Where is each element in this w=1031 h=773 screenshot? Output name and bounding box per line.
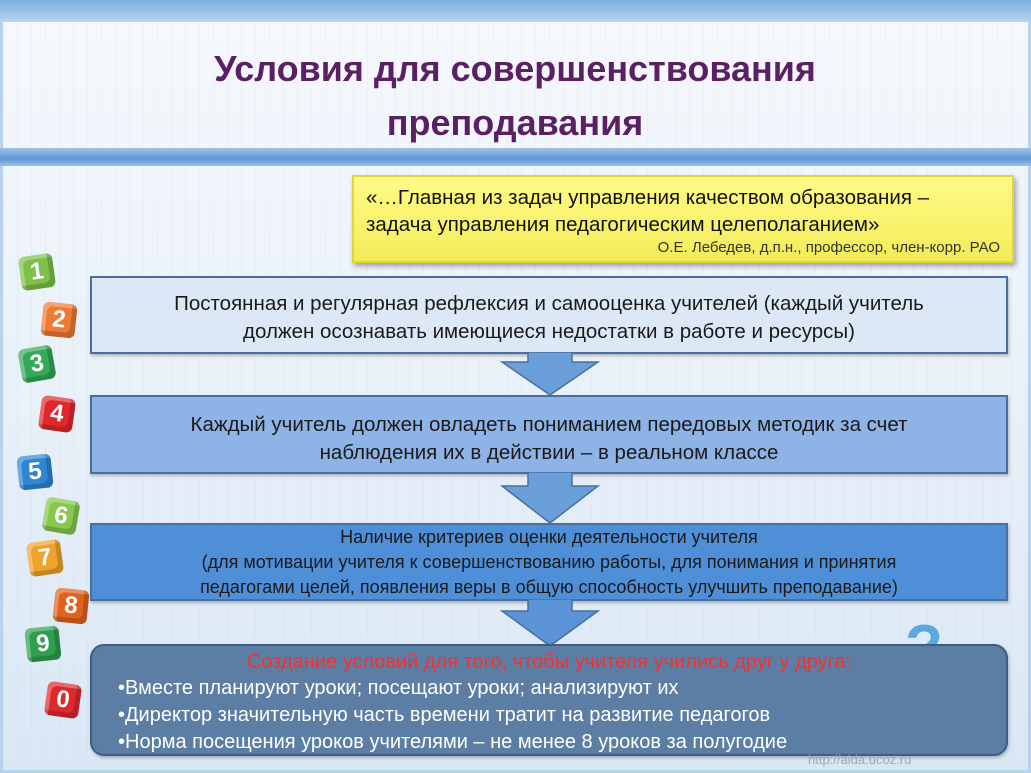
box2-line-2: наблюдения их в действии – в реальном кл… — [319, 441, 779, 464]
box3-line-1: Наличие критериев оценки деятельности уч… — [340, 527, 758, 547]
cube-2: 2 — [40, 301, 78, 339]
box4-item-2: •Директор значительную часть времени тра… — [118, 704, 771, 726]
cube-7: 7 — [25, 538, 65, 578]
quote-line-1: «…Главная из задач управления качеством … — [366, 186, 930, 209]
box3-line-3: педагогами целей, появления веры в общую… — [200, 577, 898, 597]
cube-9: 9 — [24, 625, 62, 663]
title-divider-band — [0, 148, 1031, 166]
box4-item-3: •Норма посещения уроков учителями – не м… — [118, 731, 788, 753]
condition-box-criteria: Наличие критериев оценки деятельности уч… — [90, 523, 1008, 601]
down-arrow-2 — [500, 472, 600, 524]
title-line-1: Условия для совершенствования — [214, 48, 816, 89]
title-line-2: преподавания — [386, 102, 644, 143]
box1-line-2: должен осознавать имеющиеся недостатки в… — [243, 320, 855, 343]
watermark-url: http://aida.ucoz.ru — [808, 752, 912, 767]
down-arrow-1 — [500, 352, 600, 396]
quote-author: О.Е. Лебедев, д.п.н., профессор, член-ко… — [657, 239, 1000, 256]
cube-3: 3 — [17, 344, 57, 384]
condition-box-reflection: Постоянная и регулярная рефлексия и само… — [90, 276, 1008, 354]
cube-5: 5 — [16, 453, 54, 491]
box4-header: Создание условий для того, чтобы учителя… — [246, 651, 852, 673]
box3-line-2: (для мотивации учителя к совершенствован… — [201, 552, 897, 572]
box4-item-1: •Вместе планируют уроки; посещают уроки;… — [118, 677, 679, 699]
cube-4: 4 — [37, 394, 77, 434]
down-arrow-3 — [500, 599, 600, 647]
cube-8: 8 — [52, 587, 90, 625]
slide-title: Условия для совершенствования преподаван… — [140, 42, 890, 150]
cube-1: 1 — [17, 252, 57, 292]
quote-line-2: задача управления педагогическим целепол… — [366, 213, 880, 236]
cube-6: 6 — [41, 496, 81, 536]
box2-line-1: Каждый учитель должен овладеть понимание… — [190, 413, 908, 436]
condition-box-peer-learning: Создание условий для того, чтобы учителя… — [90, 644, 1008, 756]
top-decorative-band — [0, 0, 1031, 22]
quote-box: «…Главная из задач управления качеством … — [352, 175, 1014, 263]
box1-line-1: Постоянная и регулярная рефлексия и само… — [174, 292, 924, 315]
condition-box-methods: Каждый учитель должен овладеть понимание… — [90, 395, 1008, 474]
cube-0: 0 — [43, 680, 83, 720]
